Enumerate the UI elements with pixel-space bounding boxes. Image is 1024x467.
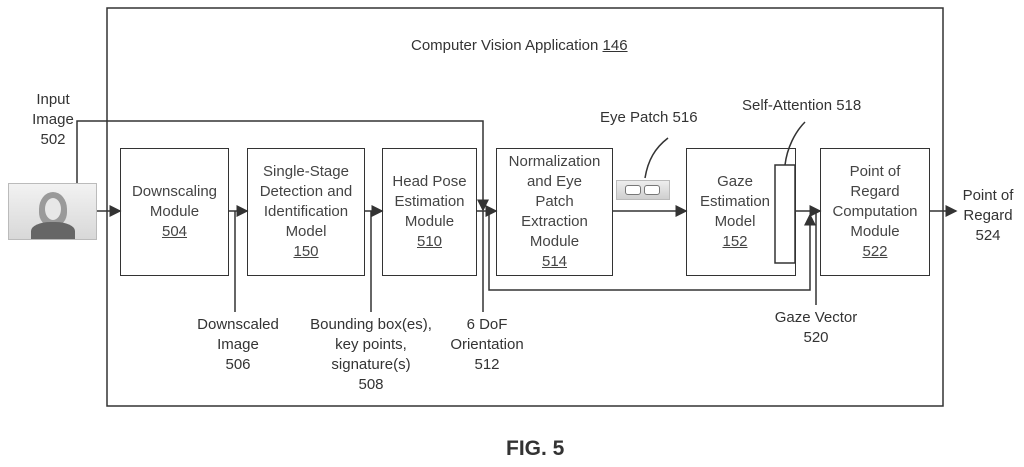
normalization-line: Module — [530, 232, 579, 252]
self-attention-label: Self-Attention 518 — [742, 96, 861, 116]
por-ref: 522 — [862, 242, 887, 262]
figure-caption: FIG. 5 — [506, 437, 564, 461]
downscaling-ref: 504 — [162, 222, 187, 242]
gaze-ref: 152 — [695, 232, 775, 252]
headpose-line: Head Pose — [392, 172, 466, 192]
por-line: Point of — [850, 162, 901, 182]
gaze-line: Gaze — [695, 172, 775, 192]
input-image-label-text: Input Image — [28, 90, 78, 130]
headpose-line: Estimation — [394, 192, 464, 212]
normalization-line: Normalization — [509, 152, 601, 172]
point-of-regard-line: 524 — [952, 226, 1024, 246]
normalization-line: Patch — [535, 192, 573, 212]
normalization-module: Normalization and Eye Patch Extraction M… — [496, 148, 613, 276]
point-of-regard-line: Regard — [952, 206, 1024, 226]
gaze-vector-line: 520 — [760, 328, 872, 348]
input-image-label: Input Image 502 — [28, 90, 78, 150]
gaze-line: Estimation — [695, 192, 775, 212]
point-of-regard-label: Point of Regard 524 — [952, 186, 1024, 246]
input-image-photo — [8, 183, 97, 240]
bounding-boxes-line: key points, — [300, 335, 442, 355]
por-module: Point of Regard Computation Module 522 — [820, 148, 930, 276]
detection-line: Detection and — [260, 182, 353, 202]
normalization-ref: 514 — [542, 252, 567, 272]
detection-module: Single-Stage Detection and Identificatio… — [247, 148, 365, 276]
downscaling-line: Downscaling — [132, 182, 217, 202]
detection-line: Identification — [264, 202, 348, 222]
detection-line: Model — [286, 222, 327, 242]
detection-ref: 150 — [293, 242, 318, 262]
por-line: Regard — [850, 182, 899, 202]
dof-line: 6 DoF — [442, 315, 532, 335]
headpose-ref: 510 — [417, 232, 442, 252]
downscaled-image-label: Downscaled Image 506 — [186, 315, 290, 375]
leader-eye-patch — [645, 138, 668, 178]
por-line: Computation — [832, 202, 917, 222]
headpose-line: Module — [405, 212, 454, 232]
dof-line: Orientation — [442, 335, 532, 355]
bounding-boxes-label: Bounding box(es), key points, signature(… — [300, 315, 442, 395]
detection-line: Single-Stage — [263, 162, 349, 182]
bounding-boxes-line: 508 — [300, 375, 442, 395]
container-title: Computer Vision Application 146 — [411, 36, 628, 56]
container-ref: 146 — [603, 37, 628, 54]
downscaling-module: Downscaling Module 504 — [120, 148, 229, 276]
input-image-ref: 502 — [28, 130, 78, 150]
downscaled-image-line: 506 — [186, 355, 290, 375]
gaze-line: Model — [695, 212, 775, 232]
eye-patch-label: Eye Patch 516 — [600, 108, 698, 128]
dof-label: 6 DoF Orientation 512 — [442, 315, 532, 375]
downscaled-image-line: Downscaled — [186, 315, 290, 335]
gaze-vector-label: Gaze Vector 520 — [760, 308, 872, 348]
eye-patch-image — [616, 180, 670, 200]
bounding-boxes-line: Bounding box(es), — [300, 315, 442, 335]
downscaled-image-line: Image — [186, 335, 290, 355]
dof-line: 512 — [442, 355, 532, 375]
por-line: Module — [850, 222, 899, 242]
bounding-boxes-line: signature(s) — [300, 355, 442, 375]
normalization-line: Extraction — [521, 212, 588, 232]
headpose-module: Head Pose Estimation Module 510 — [382, 148, 477, 276]
downscaling-line: Module — [150, 202, 199, 222]
point-of-regard-line: Point of — [952, 186, 1024, 206]
container-title-text: Computer Vision Application — [411, 37, 598, 54]
gaze-module: Gaze Estimation Model 152 — [686, 148, 796, 276]
normalization-line: and Eye — [527, 172, 582, 192]
gaze-vector-line: Gaze Vector — [760, 308, 872, 328]
